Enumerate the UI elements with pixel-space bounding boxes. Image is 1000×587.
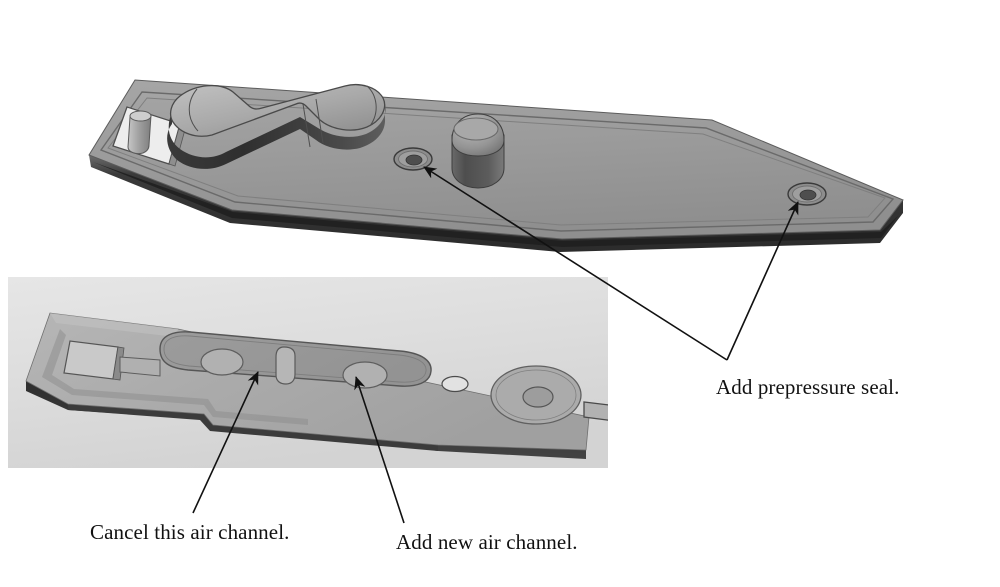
leader-prepressure-to-right-hole — [726, 201, 799, 361]
inset-vertical-slot — [275, 346, 296, 385]
inset-oval-vent-hole — [441, 375, 469, 393]
inset-round-boss-center-hole — [522, 386, 554, 408]
plate-perimeter-groove-inner — [107, 97, 886, 226]
lever-boss-top-face — [169, 83, 386, 137]
lever-boss-edge-mid-b — [315, 98, 324, 144]
callout-cancel-air-channel: Cancel this air channel. — [90, 520, 290, 544]
inset-channel-neck — [119, 356, 161, 377]
inset-plate-step-edge — [68, 404, 438, 451]
inset-plate-bottom-rim — [26, 381, 586, 459]
leader-add-air-channel — [354, 376, 405, 524]
inset-oval-recess-inner-edge — [163, 335, 427, 383]
leader-prepressure-to-center-hole — [423, 166, 728, 361]
lever-boss-side-wall — [167, 104, 386, 169]
countersunk-hole-right-bore — [799, 189, 817, 201]
countersunk-hole-center-bore — [405, 154, 423, 166]
inset-round-boss-ring — [495, 369, 577, 421]
inset-boss-left — [200, 348, 244, 376]
inset-underside-view — [8, 277, 608, 468]
lever-boss-edge-left — [188, 88, 199, 132]
lever-boss-edge-right — [366, 85, 377, 127]
plate-bottom-chamfer — [93, 162, 898, 247]
locating-pin-body — [127, 114, 152, 155]
inset-new-air-channel — [583, 401, 608, 421]
plate-front-face — [89, 155, 903, 252]
locating-pin-top — [129, 110, 152, 122]
plate-perimeter-groove-outer — [99, 91, 895, 232]
lever-boss-edge-mid-a — [302, 103, 311, 148]
inset-plate-top-highlight — [50, 313, 178, 337]
inset-underside-svg — [8, 277, 608, 468]
inset-rect-pocket-wall — [112, 346, 125, 381]
callout-add-prepressure-seal: Add prepressure seal. — [716, 375, 900, 399]
leader-cancel-air-channel — [192, 371, 259, 514]
knob-top-circle — [453, 117, 499, 141]
callout-add-new-air-channel: Add new air channel. — [396, 530, 578, 554]
